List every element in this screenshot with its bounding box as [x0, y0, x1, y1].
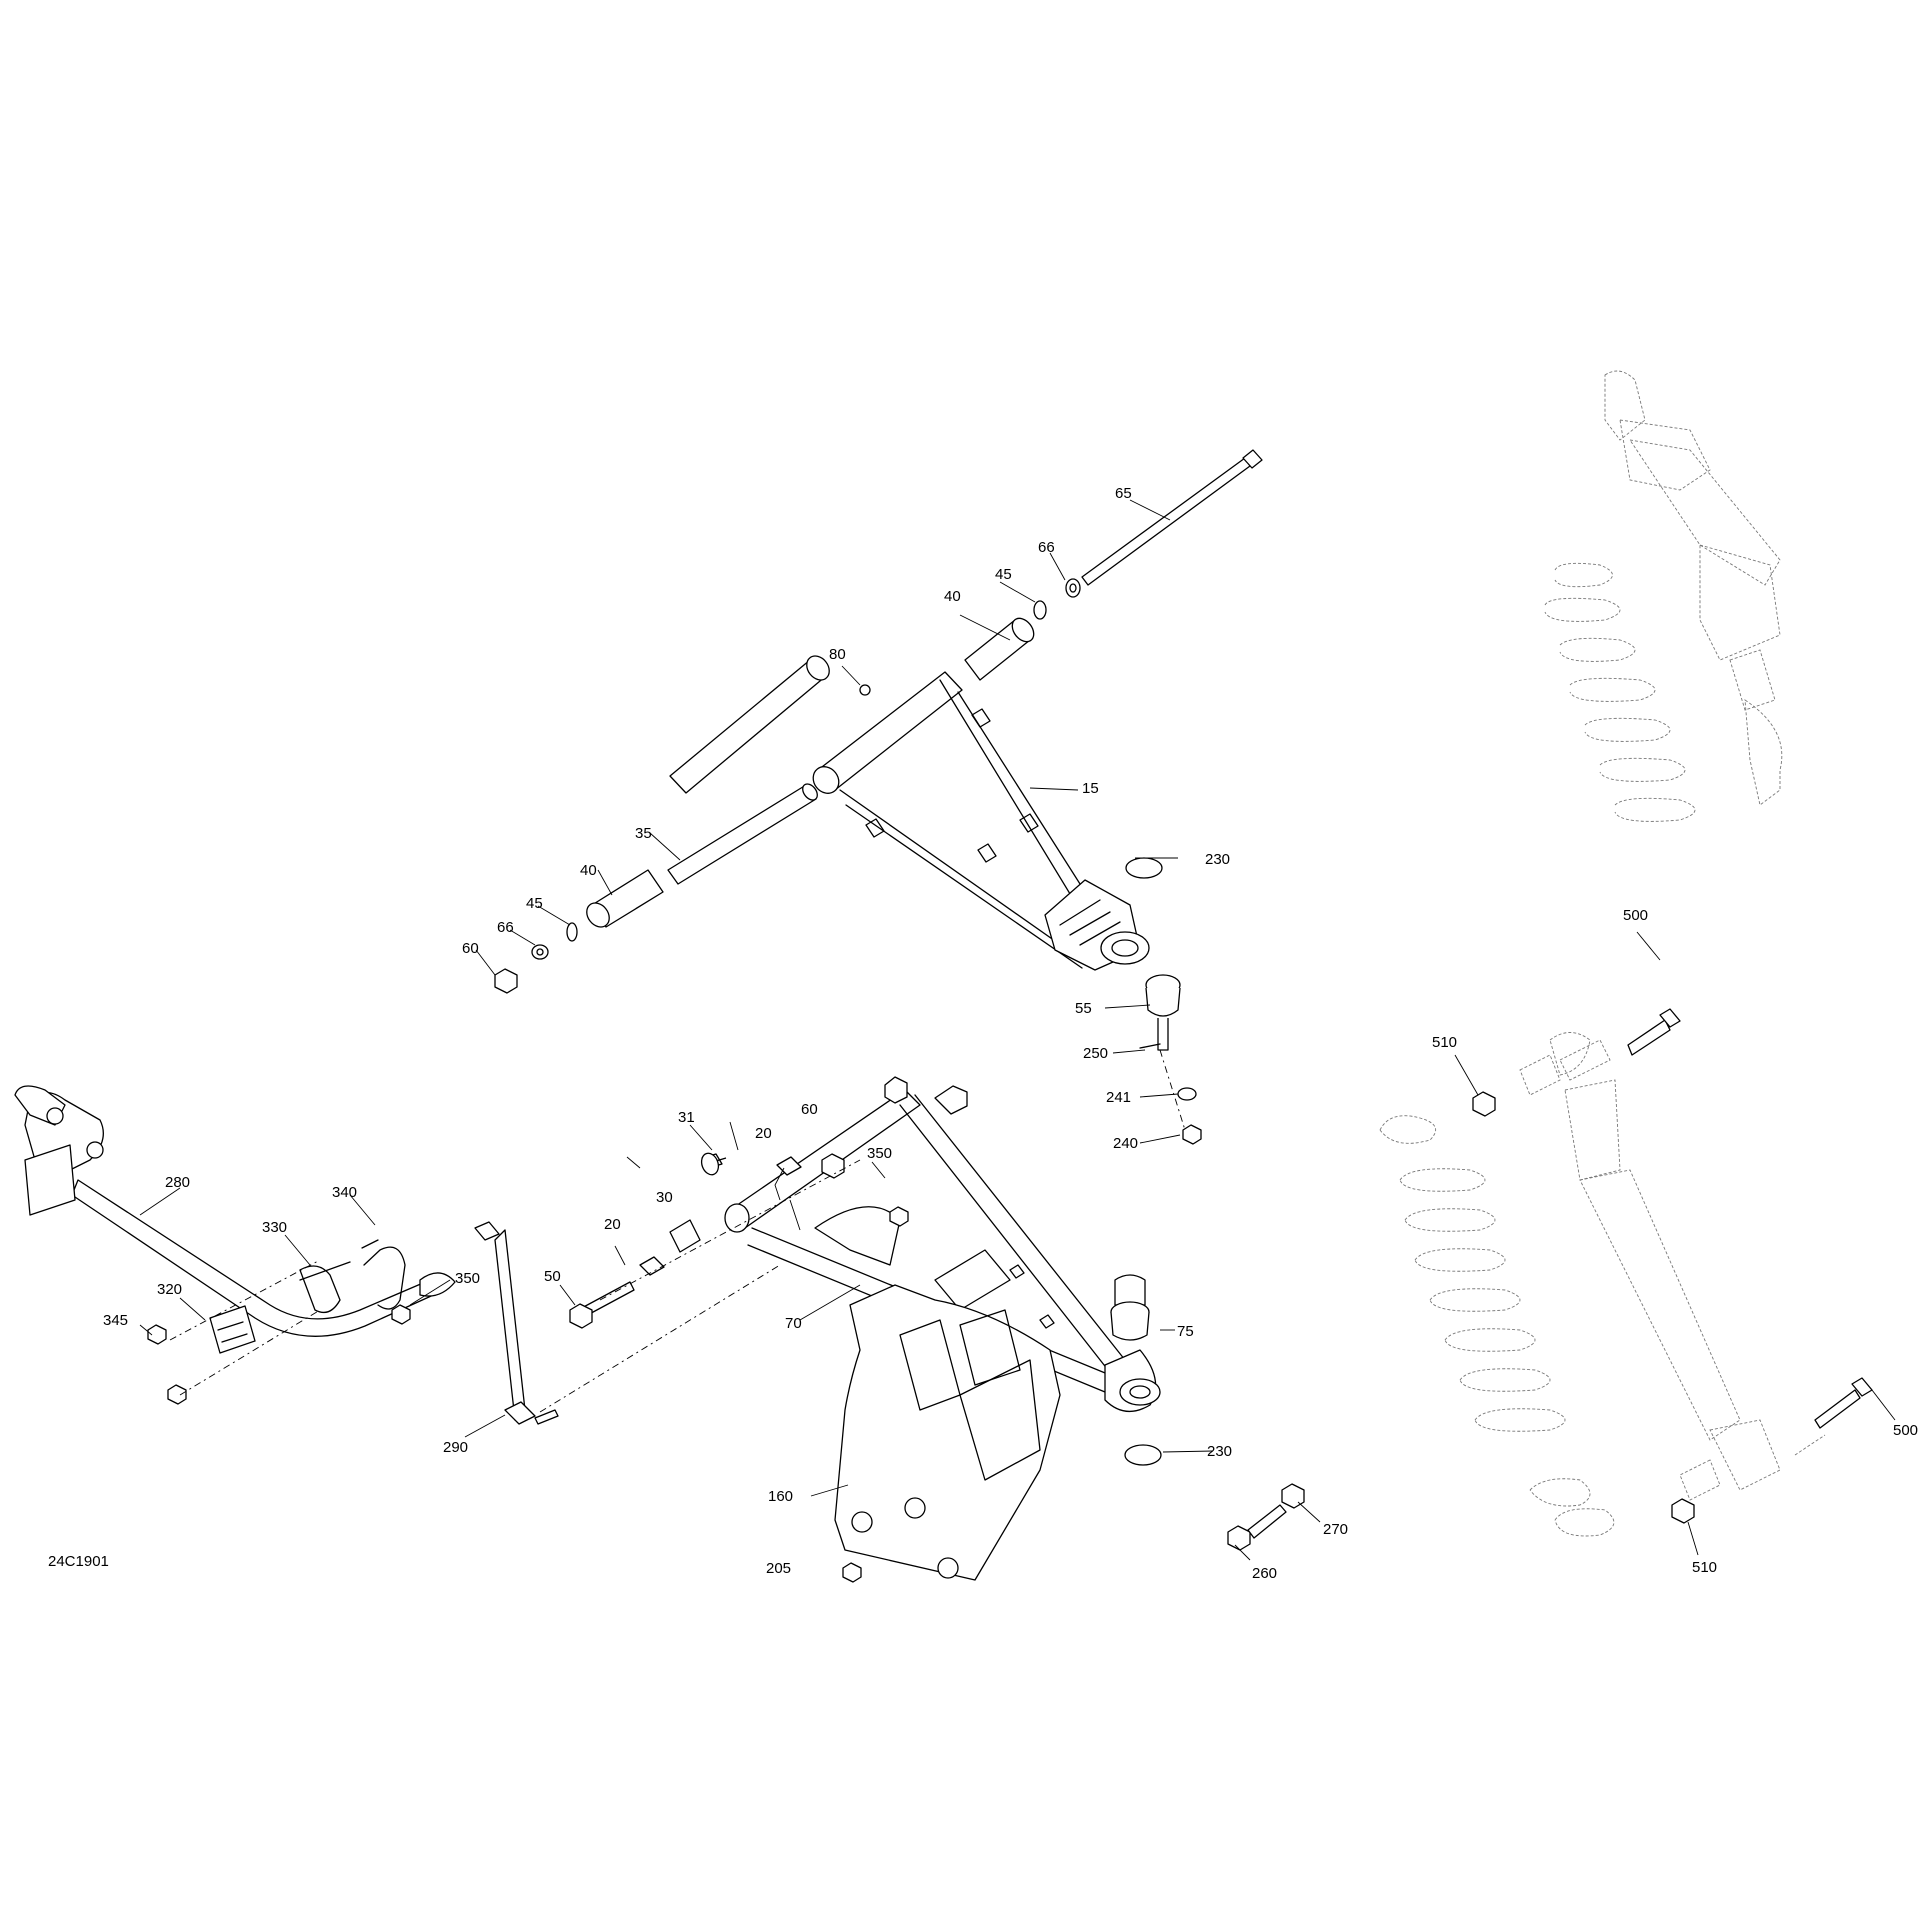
callout-66-upper: 66: [1038, 539, 1055, 556]
callout-270: 270: [1323, 1521, 1348, 1538]
callout-330: 330: [262, 1219, 287, 1236]
skid-plate: [834, 1284, 1061, 1583]
callout-65: 65: [1115, 485, 1132, 502]
callout-40-lower: 40: [580, 862, 597, 879]
pivot-bolt-65: [1081, 449, 1263, 586]
callout-15: 15: [1082, 780, 1099, 797]
callout-250: 250: [1083, 1045, 1108, 1062]
callout-241: 241: [1106, 1089, 1131, 1106]
callout-240: 240: [1113, 1135, 1138, 1152]
lower-ball-joint: [1110, 1274, 1150, 1341]
callout-230-upper: 230: [1205, 851, 1230, 868]
callout-340: 340: [332, 1184, 357, 1201]
callout-160: 160: [768, 1488, 793, 1505]
callout-510-lower: 510: [1692, 1559, 1717, 1576]
retaining-ring-lower: [1124, 1444, 1162, 1466]
callout-290: 290: [443, 1439, 468, 1456]
callout-40-upper: 40: [944, 588, 961, 605]
callout-45-upper: 45: [995, 566, 1012, 583]
callout-350-left: 350: [455, 1270, 480, 1287]
callout-500-upper: 500: [1623, 907, 1648, 924]
callout-510-upper: 510: [1432, 1034, 1457, 1051]
callout-60-upper: 60: [462, 940, 479, 957]
callout-75: 75: [1177, 1323, 1194, 1340]
callout-350-right: 350: [867, 1145, 892, 1162]
callout-260: 260: [1252, 1565, 1277, 1582]
callout-280: 280: [165, 1174, 190, 1191]
callout-55: 55: [1075, 1000, 1092, 1017]
callout-66-lower: 66: [497, 919, 514, 936]
callout-30: 30: [656, 1189, 673, 1206]
callout-230-lower: 230: [1207, 1443, 1232, 1460]
shock-assembled: [1544, 370, 1783, 822]
leader-lines: [139, 499, 1896, 1561]
sway-bar: [14, 1085, 456, 1405]
shock-exploded: [1379, 1008, 1873, 1537]
callout-500-lower: 500: [1893, 1422, 1918, 1439]
callout-50: 50: [544, 1268, 561, 1285]
callout-31: 31: [678, 1109, 695, 1126]
callout-320: 320: [157, 1281, 182, 1298]
lower-arm-hardware: [569, 1152, 909, 1329]
callout-45-lower: 45: [526, 895, 543, 912]
callout-345: 345: [103, 1312, 128, 1329]
upper-a-arm: [669, 655, 1150, 971]
callout-20-right: 20: [755, 1125, 772, 1142]
drawing-id: 24C1901: [48, 1553, 109, 1570]
callout-70: 70: [785, 1315, 802, 1332]
callout-205: 205: [766, 1560, 791, 1577]
bolt-260-nut-270: [1227, 1483, 1305, 1551]
upper-ball-joint: [1125, 857, 1202, 1145]
callout-35: 35: [635, 825, 652, 842]
callout-80: 80: [829, 646, 846, 663]
upper-hardware: [494, 578, 1081, 994]
callout-60-lower: 60: [801, 1101, 818, 1118]
sway-bar-link: [474, 1221, 781, 1425]
callout-20-left: 20: [604, 1216, 621, 1233]
